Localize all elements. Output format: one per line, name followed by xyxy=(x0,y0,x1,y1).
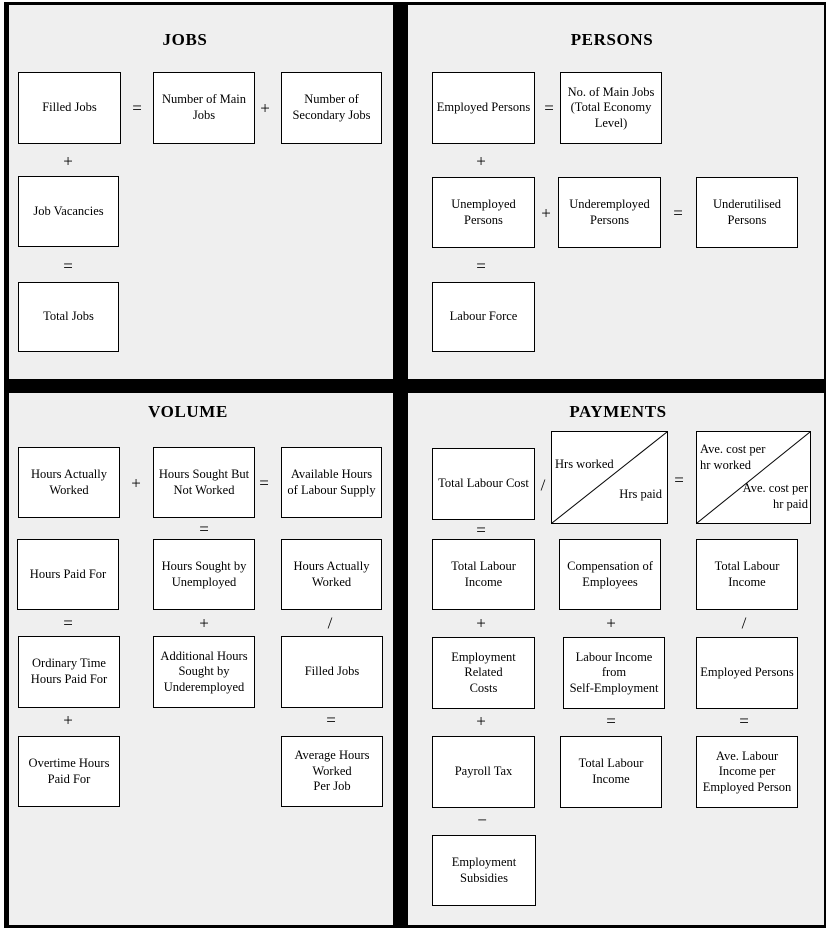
diagonal-line-icon xyxy=(697,432,810,523)
box-number-of-main-jobs: Number of Main Jobs xyxy=(153,72,255,144)
box-hours-paid-for: Hours Paid For xyxy=(17,539,119,610)
hrs-worked-label: Hrs worked xyxy=(555,457,614,471)
box-no-of-main-jobs-total-economy: No. of Main Jobs (Total Economy Level) xyxy=(560,72,662,144)
equals-operator: = xyxy=(544,98,554,118)
equals-operator: = xyxy=(606,711,616,731)
equals-operator: = xyxy=(326,710,336,730)
divide-operator: / xyxy=(327,613,333,633)
box-ave-labour-income-per-employed-person: Ave. Labour Income per Employed Person xyxy=(696,736,798,808)
divide-operator: / xyxy=(741,613,747,633)
ave-cost-per-hr-paid-label: Ave. cost per hr paid xyxy=(742,481,808,511)
plus-operator: + xyxy=(606,613,616,633)
box-hrs-worked-over-hrs-paid: Hrs worked Hrs paid xyxy=(551,431,668,524)
box-underemployed-persons: Underemployed Persons xyxy=(558,177,661,248)
diagonal-line-icon xyxy=(552,432,667,523)
horizontal-divider xyxy=(4,379,826,393)
volume-title: VOLUME xyxy=(148,402,228,421)
jobs-title: JOBS xyxy=(162,30,208,49)
equals-operator: = xyxy=(674,470,684,490)
box-total-labour-income-right: Total Labour Income xyxy=(696,539,798,610)
equals-operator: = xyxy=(259,473,269,493)
equals-operator: = xyxy=(63,613,73,633)
plus-operator: + xyxy=(260,98,270,118)
box-hours-sought-by-unemployed: Hours Sought by Unemployed xyxy=(153,539,255,610)
plus-operator: + xyxy=(131,473,141,493)
box-payroll-tax: Payroll Tax xyxy=(432,736,535,808)
hrs-paid-label: Hrs paid xyxy=(619,487,662,501)
box-compensation-of-employees: Compensation of Employees xyxy=(559,539,661,610)
equals-operator: = xyxy=(673,203,683,223)
persons-title: PERSONS xyxy=(570,30,654,49)
plus-operator: + xyxy=(476,613,486,633)
box-total-labour-income-1: Total Labour Income xyxy=(432,539,535,610)
box-employed-persons: Employed Persons xyxy=(432,72,535,144)
plus-operator: + xyxy=(476,711,486,731)
box-labour-income-from-self-employment: Labour Income from Self-Employment xyxy=(563,637,665,709)
box-filled-jobs-volume: Filled Jobs xyxy=(281,636,383,708)
plus-operator: + xyxy=(476,151,486,171)
box-overtime-hours-paid-for: Overtime Hours Paid For xyxy=(18,736,120,807)
equals-operator: = xyxy=(132,98,142,118)
box-filled-jobs: Filled Jobs xyxy=(18,72,121,144)
box-total-labour-income-2: Total Labour Income xyxy=(560,736,662,808)
box-number-of-secondary-jobs: Number of Secondary Jobs xyxy=(281,72,382,144)
outer-frame xyxy=(4,2,826,928)
box-hours-sought-but-not-worked: Hours Sought But Not Worked xyxy=(153,447,255,518)
payments-title: PAYMENTS xyxy=(569,402,667,421)
box-hours-actually-worked: Hours Actually Worked xyxy=(18,447,120,518)
box-job-vacancies: Job Vacancies xyxy=(18,176,119,247)
plus-operator: + xyxy=(63,710,73,730)
box-labour-force: Labour Force xyxy=(432,282,535,352)
box-ordinary-time-hours-paid-for: Ordinary Time Hours Paid For xyxy=(18,636,120,708)
box-ave-cost-per-hr: Ave. cost per hr worked Ave. cost per hr… xyxy=(696,431,811,524)
plus-operator: + xyxy=(199,613,209,633)
equals-operator: = xyxy=(199,519,209,539)
equals-operator: = xyxy=(63,256,73,276)
box-employment-subsidies: Employment Subsidies xyxy=(432,835,536,906)
plus-operator: + xyxy=(541,203,551,223)
box-employed-persons-payments: Employed Persons xyxy=(696,637,798,709)
equals-operator: = xyxy=(476,256,486,276)
box-hours-actually-worked-2: Hours Actually Worked xyxy=(281,539,382,610)
minus-operator: − xyxy=(477,810,487,830)
box-total-jobs: Total Jobs xyxy=(18,282,119,352)
vertical-divider xyxy=(393,2,408,928)
box-employment-related-costs: Employment Related Costs xyxy=(432,637,535,709)
box-underutilised-persons: Underutilised Persons xyxy=(696,177,798,248)
box-average-hours-worked-per-job: Average Hours Worked Per Job xyxy=(281,736,383,807)
box-unemployed-persons: Unemployed Persons xyxy=(432,177,535,248)
plus-operator: + xyxy=(63,151,73,171)
ave-cost-per-hr-worked-label: Ave. cost per hr worked xyxy=(700,442,766,472)
box-available-hours-of-labour-supply: Available Hours of Labour Supply xyxy=(281,447,382,518)
equals-operator: = xyxy=(739,711,749,731)
divide-operator: / xyxy=(540,475,546,495)
box-additional-hours-sought-by-underemployed: Additional Hours Sought by Underemployed xyxy=(153,636,255,708)
box-total-labour-cost: Total Labour Cost xyxy=(432,448,535,520)
equals-operator: = xyxy=(476,520,486,540)
